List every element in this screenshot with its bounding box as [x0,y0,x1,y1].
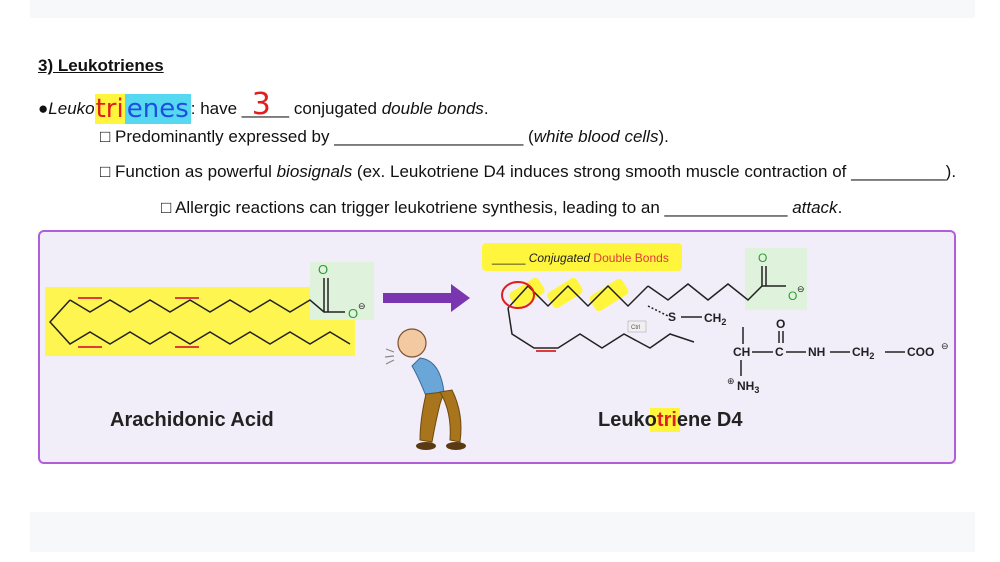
top-bar [30,0,975,18]
sulfur-atom: S [668,310,676,324]
section-heading: 3) Leukotrienes [38,56,164,75]
ch2-group-2: CH2 [852,345,874,361]
function-text: Function as powerful [110,162,277,181]
carbonyl-oxygen: O [776,317,785,331]
ltd4-acid-chain [647,283,786,302]
ch-group: CH [733,345,750,359]
leuko-prefix: Leuko [48,99,95,118]
carbonyl-carbon: C [775,345,784,359]
ltd4-oxygen: O [758,251,767,265]
ctrl-tag [627,320,647,333]
arachidonic-acid-label: Arachidonic Acid [110,409,274,431]
double-bonds-text: double bonds [381,99,484,118]
nh-group: NH [808,345,825,359]
handwritten-three: 3 [251,87,271,122]
checkbox-icon: □ [161,198,172,217]
nh3-plus-sign: ⊕ [727,376,735,386]
aa-chain-top [69,299,345,313]
ltd4-oxygen-minus: O [788,289,797,303]
handwritten-circle [501,281,535,309]
ctrl-tag-text: Ctrl [631,325,640,331]
reaction-arrow-icon [451,284,470,312]
aa-oxygen: O [318,262,328,277]
handwritten-enes: enes [124,94,191,124]
aa-highlight-top [45,287,310,320]
aa-carboxyl-box [310,262,374,320]
blank-number: _____ [241,99,290,118]
aa-chain-bottom [48,299,351,345]
coo-minus-sign: ⊖ [941,341,949,351]
tri-highlight [650,408,680,432]
sneezing-person-icon [384,328,466,450]
aa-minus-sign: ⊖ [358,301,366,311]
callout-text: _____ Conjugated Double Bonds [491,251,669,265]
ltd4-tail-chain [507,307,695,349]
aa-oxygen-minus: O [348,306,358,321]
biosignals: biosignals [276,162,353,181]
reaction-arrow-shaft [383,293,451,303]
have-text: : have [190,99,242,118]
nh3-group: NH3 [737,379,759,395]
subpoint-allergic: □ Allergic reactions can trigger leukotr… [161,198,842,218]
coo-group: COO [907,345,934,359]
attack: attack [792,198,838,217]
subpoint-function: □ Function as powerful biosignals (ex. L… [100,162,956,182]
checkbox-icon: □ [100,162,111,181]
white-blood-cells: white blood cells [533,127,659,146]
leukotriene-d4-label: Leukotriene D4 [598,409,743,431]
ltd4-minus-sign: ⊖ [797,284,805,294]
conjugated-text: conjugated [293,99,382,118]
subpoint-expressed: □ Predominantly expressed by ___________… [100,127,669,147]
line1-end: . [483,99,489,118]
ltd4-bond-highlights [509,277,629,312]
bullet: ● [38,99,49,118]
line3-end: (ex. Leukotriene D4 induces strong smoot… [352,162,957,181]
bottom-bar [30,512,975,552]
callout-box [482,243,682,271]
ch2-group: CH2 [704,311,726,327]
allergic-text: Allergic reactions can trigger leukotrie… [171,198,793,217]
line2-end: ). [658,127,669,146]
expressed-text: Predominantly expressed by _____________… [110,127,534,146]
ltd4-carboxyl-box [745,248,807,310]
handwritten-tri: tri [94,94,125,124]
line4-end: . [837,198,843,217]
checkbox-icon: □ [100,127,111,146]
